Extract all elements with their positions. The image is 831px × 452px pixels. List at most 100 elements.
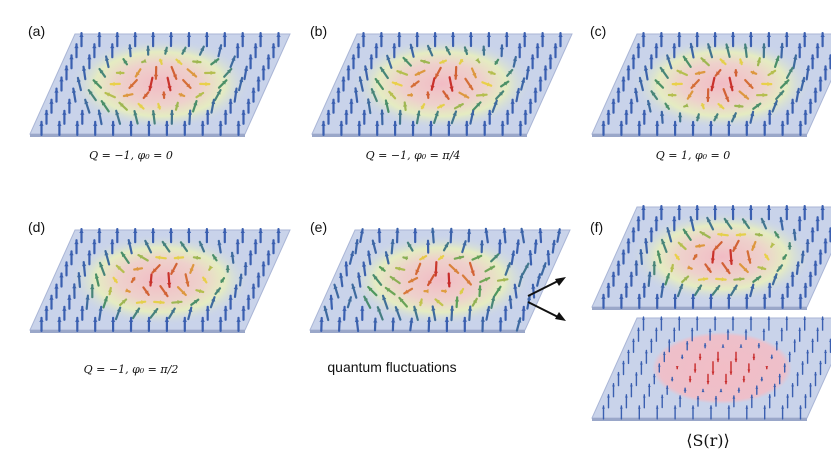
spin-arrow-head [468,33,474,37]
spin-arrow-head [253,44,258,49]
spin-arrow-head [241,110,246,115]
spin-arrow-head [732,395,736,399]
spin-arrow-head [627,350,630,353]
spin-arrow-head [389,91,394,97]
spin-arrow-head [477,286,482,291]
spin-arrow-head [49,99,54,104]
spin-arrow-head [181,47,186,53]
spin-arrow-head [385,287,391,292]
spin-arrow-head [619,121,624,126]
spin-arrow-head [480,317,485,322]
spin-arrow-head [420,255,425,260]
spin-arrow-head [606,283,611,288]
spin-arrow-head [410,121,416,126]
spin-arrow-head [533,88,538,93]
spin-arrow-head [258,229,263,233]
spin-arrow-head [368,287,373,292]
spin-arrow-head [425,240,431,245]
panel-a: (a) Q = −1, φ₀ = 0 [28,23,291,162]
spin-arrow-head [642,110,647,115]
spin-arrow-head [81,66,87,71]
spin-arrow-head [246,295,251,300]
spin-arrow-head [218,121,223,126]
spin-arrow-head [665,386,669,389]
spin-arrow-head [641,206,646,210]
spin-arrow-head [403,102,408,107]
spin-arrow-head [101,101,106,106]
spin-arrow-head [116,265,122,270]
spin-arrow-head [484,277,490,282]
spin-arrow-head [522,33,527,37]
spin-arrow-head [121,252,126,258]
spin-arrow-head [127,45,133,50]
spin-arrow-head [125,288,130,293]
spin-arrow-head [98,306,103,311]
spin-arrow-head [369,55,374,60]
spin-arrow-head [683,276,689,281]
spin-arrow-head [611,99,616,104]
spin-arrow-head [773,384,777,387]
spin-arrow-head [459,289,464,294]
spin-arrow-head [521,306,526,311]
spin-arrow-head [186,33,192,37]
spin-arrow-head [415,269,420,274]
arrow-down-branch [527,301,561,319]
spin-arrow-head [342,306,347,311]
spin-arrow-head [803,110,808,115]
spin-arrow-head [123,93,129,98]
spin-arrow-head [506,263,511,268]
spin-arrow-head [805,66,811,71]
spin-arrow-head [748,83,753,88]
spin-arrow-head [784,80,789,85]
spin-arrow-head [779,217,784,223]
spin-arrow-head [755,232,761,237]
spin-arrow-head [39,121,44,126]
spin-arrow-head [520,228,525,233]
spin-arrow-head [444,94,449,99]
spin-arrow-head [321,121,326,126]
spin-arrow-head [504,33,509,37]
spin-arrow-head [236,121,241,126]
spin-arrow-head [543,66,548,71]
spin-arrow-head [236,317,241,322]
spin-arrow-head [374,44,379,49]
spin-arrow-head [475,57,480,63]
spin-arrow-head [482,92,487,98]
spin-arrow-head [511,251,516,256]
spin-arrow-head [319,318,324,322]
spin-arrow-head [820,33,825,37]
panel-d-caption: Q = −1, φ₀ = π/2 [84,363,179,376]
spin-arrow-head [395,228,400,233]
spin-arrow-head [449,228,454,233]
spin-arrow-head [730,33,736,37]
spin-arrow-head [809,383,812,387]
spin-arrow-head [74,240,79,245]
spin-arrow-head [44,110,49,115]
spin-arrow-head [85,295,90,300]
spin-arrow-head [482,121,487,126]
spin-arrow-head [657,364,661,367]
spin-arrow-head [523,110,528,115]
spin-arrow-head [710,85,715,91]
spin-arrow-head [739,277,744,282]
spin-arrow-head [392,44,397,49]
spin-arrow-head [135,72,140,77]
spin-arrow-head [666,228,671,233]
spin-arrow-head [49,295,54,300]
spin-arrow-head [168,33,174,37]
spin-arrow-head [425,93,431,98]
spin-arrow-head [241,306,246,311]
spin-arrow-head [170,308,175,314]
spin-arrow-head [649,228,654,233]
panel-b-label: (b) [310,23,327,39]
spin-arrow-head [266,251,271,256]
spin-arrow-head [800,251,805,256]
spin-arrow-head [607,394,610,398]
spin-arrow-head [39,317,44,322]
spin-arrow-head [435,299,440,304]
spin-arrow-head [673,294,678,299]
spin-arrow-head [678,113,683,118]
spin-arrow-head [69,55,74,60]
spin-arrow-head [240,229,245,233]
